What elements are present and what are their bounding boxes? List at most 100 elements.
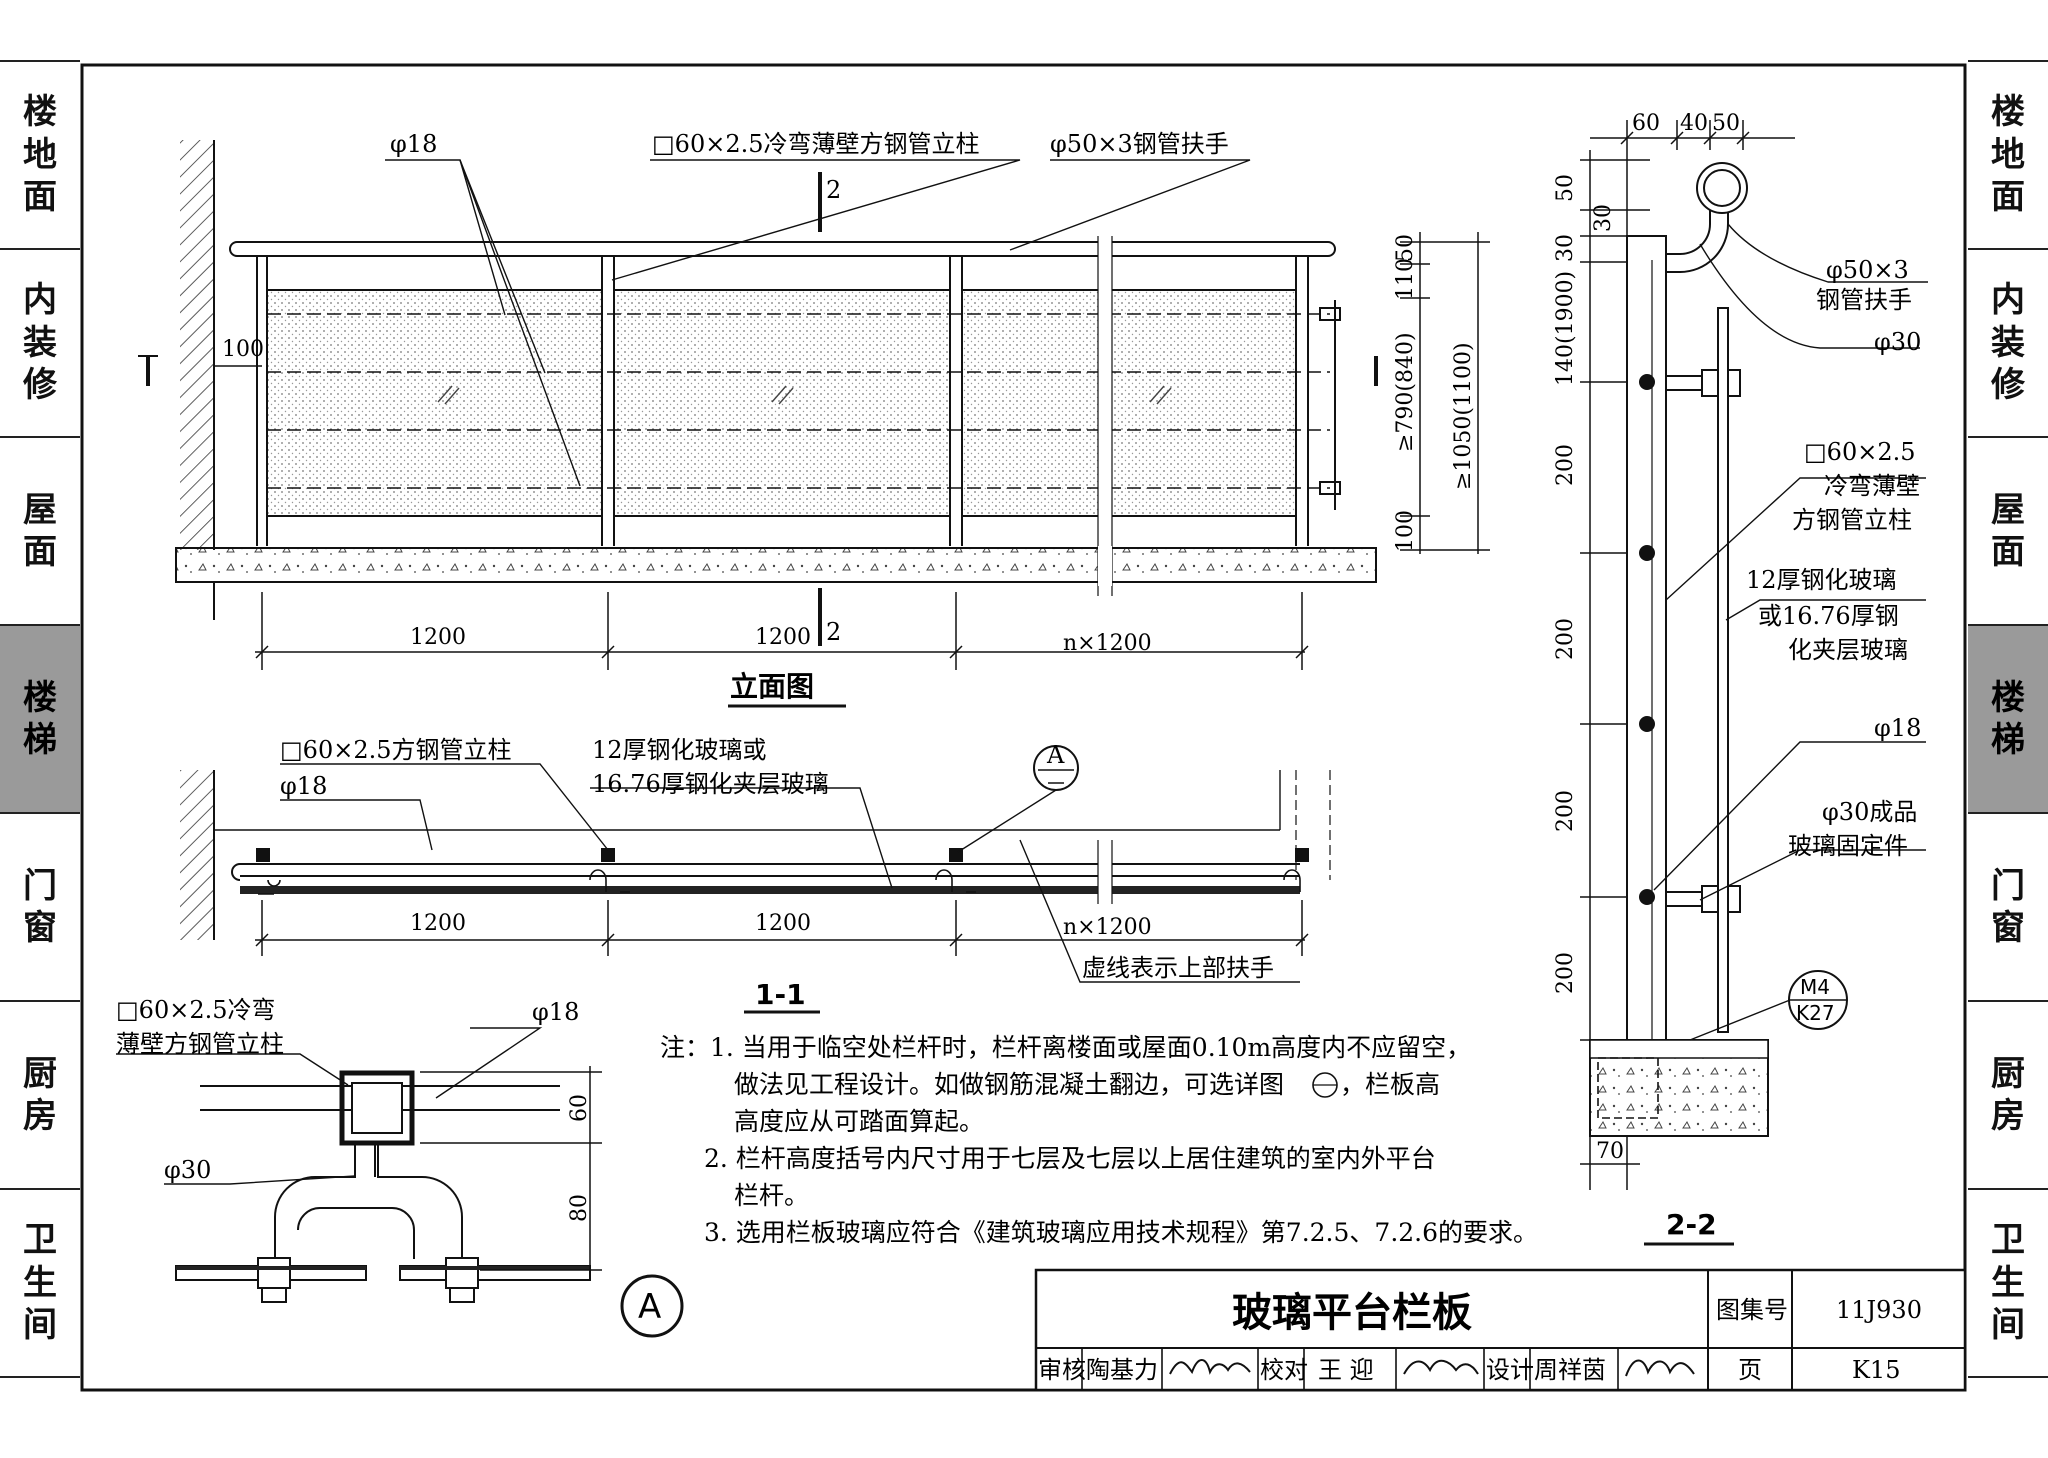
elevation-floor-slab — [175, 547, 1377, 583]
note-line-2: 做法见工程设计。如做钢筋混凝土翻边，可选详图 — [734, 1070, 1284, 1099]
side-tab-2[interactable]: 屋面 — [0, 438, 80, 626]
detail-a: 60 80 □60×2.5冷弯 薄壁方钢管立柱 φ18 φ30 A — [116, 996, 684, 1338]
detail-dim-60: 60 — [567, 1094, 592, 1122]
plan-posts — [256, 848, 1309, 862]
side-tab-3[interactable]: 楼梯 — [1968, 626, 2048, 814]
right-tab-column: 楼地面内装修屋面楼梯门窗厨房卫生间 — [1968, 60, 2048, 1378]
elevation-rods — [267, 313, 1330, 489]
dim-110: 110 — [1393, 258, 1418, 300]
s22-glass — [1717, 307, 1729, 1033]
plan-dim-1200-b: 1200 — [755, 911, 811, 936]
s22-label-glass-3: 化夹层玻璃 — [1788, 636, 1908, 664]
side-tab-4[interactable]: 门窗 — [0, 814, 80, 1002]
title-block-designer: 周祥茵 — [1534, 1356, 1606, 1384]
elevation-view: 1200 1200 n×1200 100 2 2 110 50 ≥790(840… — [138, 130, 1490, 708]
side-tab-5[interactable]: 厨房 — [1968, 1002, 2048, 1190]
side-tab-4[interactable]: 门窗 — [1968, 814, 2048, 1002]
note-line-1: 注：1. 当用于临空处栏杆时，栏杆离楼面或屋面0.10m高度内不应留空， — [660, 1033, 1471, 1062]
s22-ref-bottom: K27 — [1796, 1001, 1835, 1025]
plan-callout: A — [1046, 741, 1065, 769]
title-block-atlas-no: 11J930 — [1836, 1296, 1922, 1324]
s22-label-post-2: 冷弯薄壁 — [1824, 472, 1920, 500]
title-block-design-label: 设计 — [1486, 1356, 1534, 1384]
s22-label-handrail-2: 钢管扶手 — [1816, 286, 1912, 314]
note-line-5: 栏杆。 — [734, 1181, 809, 1210]
title-block-checker: 王 迎 — [1318, 1356, 1374, 1384]
side-tab-1[interactable]: 内装修 — [1968, 250, 2048, 438]
dim-1200-b: 1200 — [755, 625, 811, 650]
s22-handrail-inner — [1703, 169, 1741, 207]
dim-790: ≥790(840) — [1393, 332, 1418, 452]
title-block-title: 玻璃平台栏板 — [1232, 1290, 1472, 1336]
section-2-2: 60 40 50 50 30 30 140(1900) 200 200 200 … — [1553, 111, 1928, 1246]
plan-callout-circle — [1033, 745, 1079, 791]
detail-label-post-1: □60×2.5冷弯 — [116, 996, 276, 1024]
label-plan-glass-1: 12厚钢化玻璃或 — [592, 736, 767, 764]
side-tab-0[interactable]: 楼地面 — [1968, 62, 2048, 250]
s22-label-glass-2: 或16.76厚钢 — [1758, 602, 1899, 630]
s22-dim-140: 140(1900) — [1553, 271, 1578, 386]
label-elev-post: □60×2.5冷弯薄壁方钢管立柱 — [652, 130, 980, 158]
s22-dim-30a: 30 — [1591, 204, 1616, 232]
s22-label-30: φ30 — [1874, 328, 1921, 356]
s22-dim-200-d: 200 — [1553, 952, 1578, 994]
section-mark-2-top: 2 — [826, 176, 841, 204]
detail-label-post-2: 薄壁方钢管立柱 — [116, 1030, 284, 1058]
s22-label-handrail-1: φ50×3 — [1826, 256, 1909, 284]
detail-label-rod: φ18 — [532, 998, 579, 1026]
elevation-title: 立面图 — [730, 670, 814, 703]
dim-100-v: 100 — [1393, 510, 1418, 552]
side-tab-5[interactable]: 厨房 — [0, 1002, 80, 1190]
note-line-2b: ，栏板高 — [1340, 1070, 1440, 1099]
notes: 注：1. 当用于临空处栏杆时，栏杆离楼面或屋面0.10m高度内不应留空， 做法见… — [660, 1033, 1538, 1247]
s22-dim-70: 70 — [1596, 1139, 1624, 1164]
label-elev-rod: φ18 — [390, 130, 437, 158]
detail-dim-80: 80 — [567, 1194, 592, 1222]
s22-dim-top-40: 40 — [1680, 111, 1708, 136]
dim-n1200: n×1200 — [1063, 631, 1152, 656]
s22-label-post-1: □60×2.5 — [1804, 438, 1916, 466]
title-block-atlas-label: 图集号 — [1716, 1296, 1788, 1324]
title-block: 玻璃平台栏板 图集号 11J930 审核 陶基力 校对 王 迎 设计 周祥茵 页… — [1034, 1268, 1967, 1392]
elevation-glass-panels — [266, 289, 1297, 517]
detail-marker: A — [638, 1287, 661, 1327]
s22-fixings — [1665, 369, 1741, 913]
left-tab-column: 楼地面内装修屋面楼梯门窗厨房卫生间 — [0, 60, 80, 1378]
s22-rods — [1639, 374, 1655, 905]
plan-view: 1200 1200 n×1200 □60×2.5方钢管立柱 φ18 12厚钢化玻… — [180, 736, 1331, 1014]
checker-signature — [1403, 1359, 1479, 1375]
plan-title: 1-1 — [755, 978, 806, 1011]
note-line-6: 3. 选用栏板玻璃应符合《建筑玻璃应用技术规程》第7.2.5、7.2.6的要求。 — [704, 1218, 1538, 1247]
s22-label-post-3: 方钢管立柱 — [1792, 506, 1912, 534]
title-block-check-label: 校对 — [1260, 1356, 1308, 1384]
elevation-handrail — [229, 241, 1336, 257]
s22-label-glass-1: 12厚钢化玻璃 — [1746, 566, 1897, 594]
section-mark-2-bottom: 2 — [826, 618, 841, 646]
s22-dim-50: 50 — [1553, 174, 1578, 202]
side-tab-6[interactable]: 卫生间 — [0, 1190, 80, 1378]
side-tab-1[interactable]: 内装修 — [0, 250, 80, 438]
label-plan-dashed: 虚线表示上部扶手 — [1082, 954, 1274, 982]
side-tab-3[interactable]: 楼梯 — [0, 626, 80, 814]
section-22-title: 2-2 — [1666, 1208, 1717, 1241]
dim-1200-a: 1200 — [410, 625, 466, 650]
s22-post — [1626, 235, 1667, 1041]
s22-label-18: φ18 — [1874, 714, 1921, 742]
detail-label-30: φ30 — [164, 1156, 211, 1184]
note-line-3: 高度应从可踏面算起。 — [734, 1107, 984, 1136]
title-block-review-label: 审核 — [1038, 1356, 1086, 1384]
s22-label-fix-1: φ30成品 — [1822, 798, 1917, 826]
sheet-border — [80, 63, 1967, 1392]
note-line-4: 2. 栏杆高度括号内尺寸用于七层及七层以上居住建筑的室内外平台 — [704, 1144, 1436, 1173]
label-plan-rod: φ18 — [280, 772, 327, 800]
plan-dim-n1200: n×1200 — [1063, 915, 1152, 940]
title-block-reviewer: 陶基力 — [1086, 1356, 1158, 1384]
side-tab-2[interactable]: 屋面 — [1968, 438, 2048, 626]
detail-marker-circle — [620, 1274, 684, 1338]
side-tab-6[interactable]: 卫生间 — [1968, 1190, 2048, 1378]
plan-dim-1200-a: 1200 — [410, 911, 466, 936]
s22-dim-30b: 30 — [1553, 234, 1578, 262]
side-tab-0[interactable]: 楼地面 — [0, 62, 80, 250]
s22-dim-top-50: 50 — [1712, 111, 1740, 136]
